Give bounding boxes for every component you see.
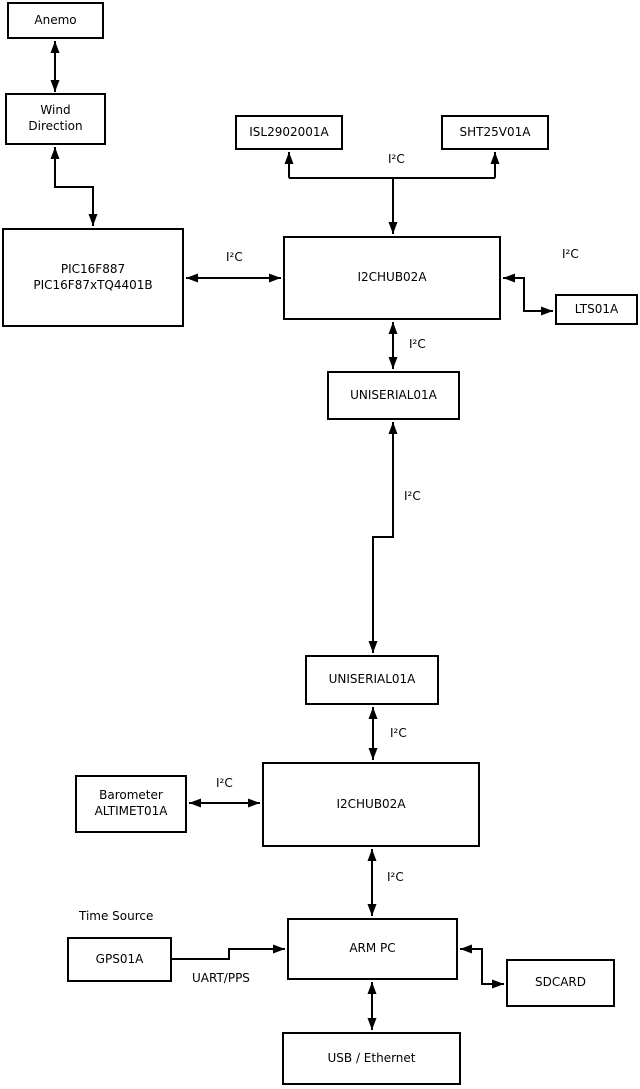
node-sdcard: SDCARD bbox=[506, 959, 615, 1007]
node-pic16f887: PIC16F887 PIC16F87xTQ4401B bbox=[2, 228, 184, 327]
node-uniserial01a-2: UNISERIAL01A bbox=[305, 655, 439, 705]
node-gps01a: GPS01A bbox=[67, 937, 172, 982]
node-sht25v01a: SHT25V01A bbox=[441, 115, 549, 150]
node-barometer: Barometer ALTIMET01A bbox=[75, 775, 187, 833]
node-uniserial01a-1: UNISERIAL01A bbox=[327, 371, 460, 420]
edge-label-uart-pps: UART/PPS bbox=[192, 971, 250, 985]
edge-label-i2c-hub2-arm: I²C bbox=[387, 870, 404, 884]
edge-label-i2c-hub1-lts: I²C bbox=[562, 247, 579, 261]
node-i2chub02a-2: I2CHUB02A bbox=[262, 762, 480, 847]
edge-armpc-sdcard bbox=[460, 944, 504, 989]
edge-hub1-lts bbox=[503, 273, 553, 316]
node-anemo: Anemo bbox=[7, 2, 104, 39]
node-isl2902001a: ISL2902001A bbox=[235, 115, 343, 150]
node-lts01a: LTS01A bbox=[555, 294, 638, 325]
edge-wind-pic bbox=[50, 147, 98, 226]
node-usb-ethernet: USB / Ethernet bbox=[282, 1032, 461, 1085]
node-wind-direction: Wind Direction bbox=[5, 93, 106, 145]
node-i2chub02a-1: I2CHUB02A bbox=[283, 236, 501, 320]
edge-label-i2c-isl-sht: I²C bbox=[388, 152, 405, 166]
edge-label-i2c-uni1-uni2: I²C bbox=[404, 489, 421, 503]
edge-label-i2c-hub1-uni1: I²C bbox=[409, 337, 426, 351]
edge-gps-armpc bbox=[172, 944, 285, 960]
node-arm-pc: ARM PC bbox=[287, 918, 458, 980]
edge-label-time-source: Time Source bbox=[79, 909, 154, 923]
edge-label-i2c-baro-hub2: I²C bbox=[216, 776, 233, 790]
edge-label-i2c-uni2-hub2: I²C bbox=[390, 726, 407, 740]
edge-label-i2c-pic-hub1: I²C bbox=[226, 250, 243, 264]
edge-uniserial1-uniserial2 bbox=[368, 422, 398, 653]
